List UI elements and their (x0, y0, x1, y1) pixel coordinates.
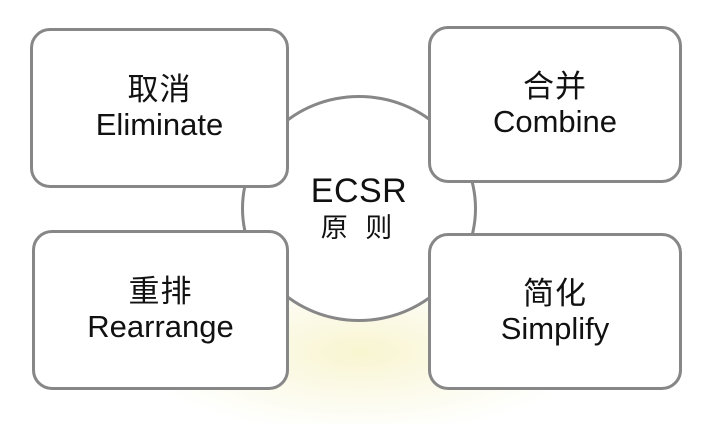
center-acronym-label: ECSR (310, 171, 408, 210)
node-rearrange-chinese-label: 重排 (128, 274, 193, 310)
node-eliminate-english-label: Eliminate (95, 107, 224, 142)
node-combine-english-label: Combine (492, 103, 618, 139)
node-simplify-chinese-label: 简化 (523, 275, 587, 311)
node-combine-chinese-label: 合并 (523, 68, 587, 104)
node-rearrange[interactable]: 重排 Rearrange (32, 230, 289, 390)
node-simplify-english-label: Simplify (500, 310, 610, 346)
node-eliminate[interactable]: 取消 Eliminate (30, 28, 289, 188)
node-simplify[interactable]: 简化 Simplify (428, 233, 682, 390)
center-chinese-label: 原 则 (320, 213, 398, 244)
node-combine[interactable]: 合并 Combine (428, 26, 682, 183)
node-rearrange-english-label: Rearrange (87, 309, 234, 344)
node-eliminate-chinese-label: 取消 (127, 72, 192, 108)
